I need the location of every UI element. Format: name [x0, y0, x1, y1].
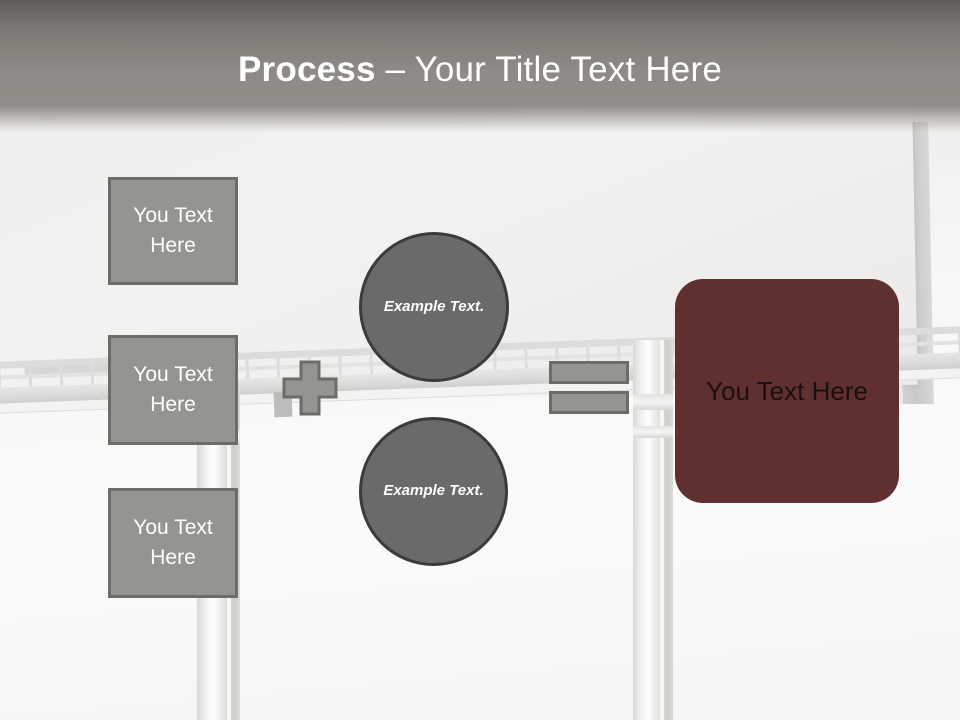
slide-title-rest: – Your Title Text Here	[375, 50, 722, 89]
billboard-support-pole-right	[633, 340, 673, 720]
equals-icon-bar-top[interactable]	[549, 361, 629, 384]
text-box-1[interactable]: You Text Here	[108, 177, 238, 285]
text-box-1-label: You Text Here	[133, 203, 213, 257]
pole-collar-right-2	[633, 426, 673, 438]
slide-header-band	[0, 0, 960, 132]
pole-collar-right	[633, 394, 673, 410]
result-box[interactable]: You Text Here	[675, 279, 899, 503]
slide-title-bold: Process	[238, 50, 376, 89]
circle-2-label: Example Text.	[383, 482, 484, 500]
result-box-label: You Text Here	[706, 375, 868, 406]
equals-icon-bar-bottom[interactable]	[549, 391, 629, 414]
slide-title: Process – Your Title Text Here	[0, 50, 960, 90]
circle-1[interactable]: Example Text.	[359, 232, 509, 382]
text-box-3[interactable]: You Text Here	[108, 488, 238, 598]
text-box-2-label: You Text Here	[133, 362, 213, 416]
text-box-3-label: You Text Here	[133, 515, 213, 569]
pole-seam-right	[660, 340, 664, 720]
circle-1-label: Example Text.	[383, 297, 485, 315]
text-box-2[interactable]: You Text Here	[108, 335, 238, 445]
circle-2[interactable]: Example Text.	[359, 417, 508, 566]
plus-icon[interactable]	[281, 359, 339, 417]
